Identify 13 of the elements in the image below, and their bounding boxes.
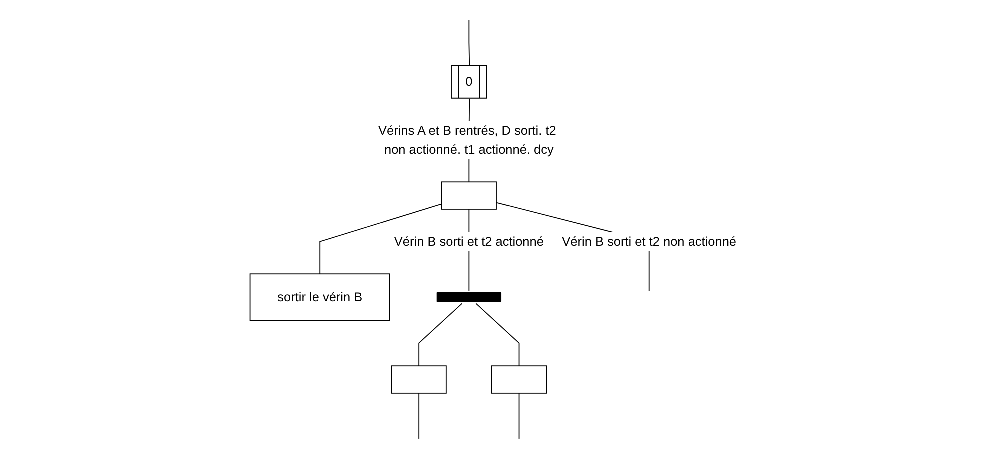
node-box: sortir le vérin B: [249, 274, 390, 322]
node-box: [390, 366, 446, 394]
node-box: [441, 182, 497, 210]
connector: [418, 392, 420, 440]
connector: [518, 392, 520, 440]
connector: [418, 303, 462, 367]
node-box: [491, 366, 547, 394]
edge-label: Vérin B sorti et t2 actionné: [394, 234, 544, 249]
edge-label: Vérins A et B rentrés, D sorti. t2 non actionné. t1 actionné. dcy: [378, 122, 556, 157]
connector: [475, 303, 520, 367]
connector: [468, 20, 470, 66]
connector: [319, 204, 442, 275]
edge-label: Vérin B sorti et t2 non actionné: [562, 234, 736, 249]
